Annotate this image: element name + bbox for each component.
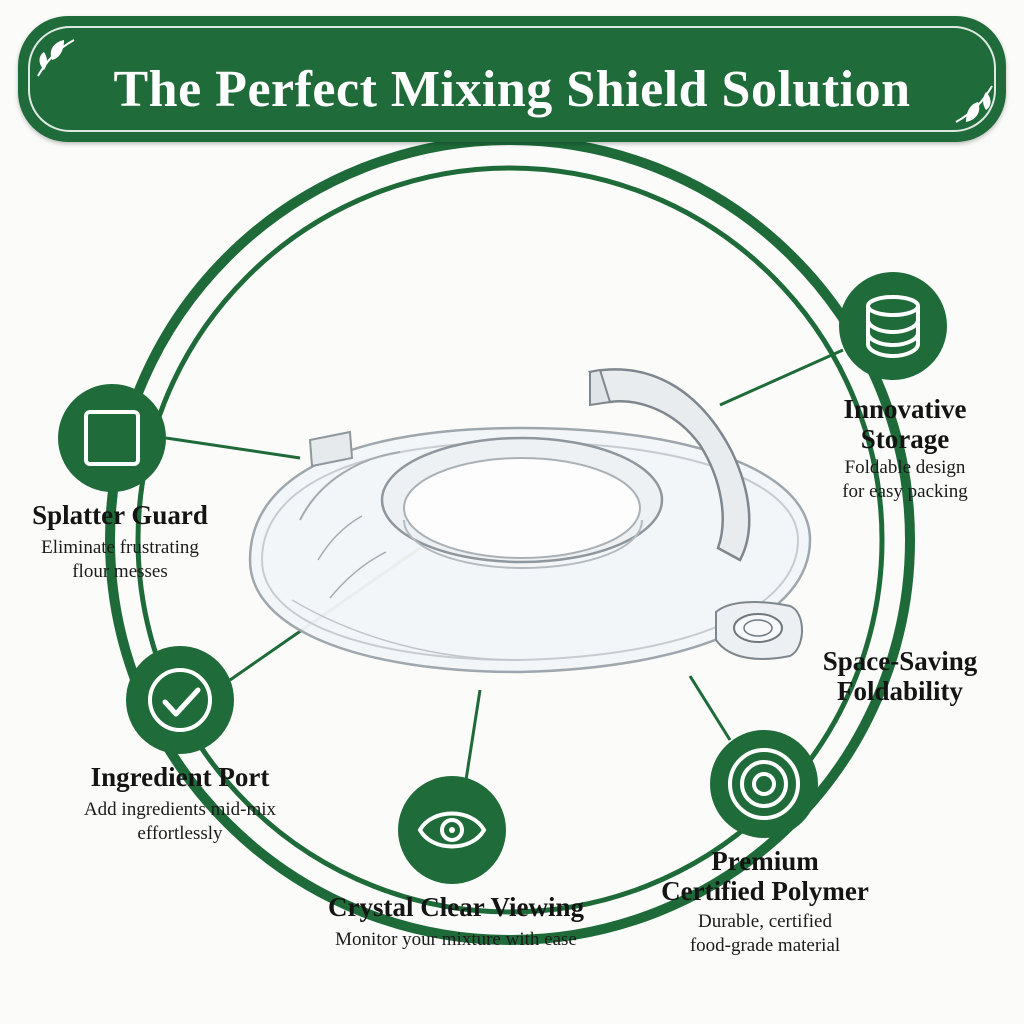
leaf-left-icon <box>37 39 75 77</box>
concentric-circles-icon <box>710 730 818 838</box>
page-title: The Perfect Mixing Shield Solution <box>113 61 911 118</box>
space-saving-title-line1: Space-Saving <box>822 646 978 676</box>
innovative-storage-title-line1: Innovative <box>843 394 967 424</box>
storage-tab <box>715 601 803 660</box>
checkmark-icon <box>126 646 234 754</box>
ingredient-port-title: Ingredient Port <box>90 762 270 792</box>
space-saving-title-line2: Foldability <box>836 676 964 706</box>
premium-polymer-title-line2: Certified Polymer <box>661 876 869 906</box>
premium-polymer-desc-line1: Durable, certified <box>698 911 832 932</box>
pouring-shield-product <box>248 368 812 674</box>
splatter-guard-desc-line2: flour messes <box>72 561 168 582</box>
splatter-guard-title: Splatter Guard <box>32 500 208 530</box>
premium-polymer-title-line1: Premium <box>711 846 819 876</box>
innovative-storage-desc-line2: for easy packing <box>842 481 968 502</box>
crystal-clear-desc-line1: Monitor your mixture with ease <box>335 929 577 950</box>
ingredient-port-desc-line2: effortlessly <box>137 823 223 844</box>
stacked-discs-icon <box>839 272 947 380</box>
eye-icon <box>398 776 506 884</box>
premium-polymer-desc-line2: food-grade material <box>689 935 841 956</box>
banner-border <box>28 26 996 132</box>
leaf-right-icon <box>955 85 993 123</box>
square-icon <box>58 384 166 492</box>
ingredient-port-desc-line1: Add ingredients mid-mix <box>83 799 277 820</box>
splatter-guard-desc-line1: Eliminate frustrating <box>41 537 199 558</box>
crystal-clear-title: Crystal Clear Viewing <box>328 892 584 922</box>
innovative-storage-title-line2: Storage <box>860 424 950 454</box>
header-banner: The Perfect Mixing Shield Solution <box>18 16 1006 142</box>
innovative-storage-desc-line1: Foldable design <box>844 457 966 478</box>
